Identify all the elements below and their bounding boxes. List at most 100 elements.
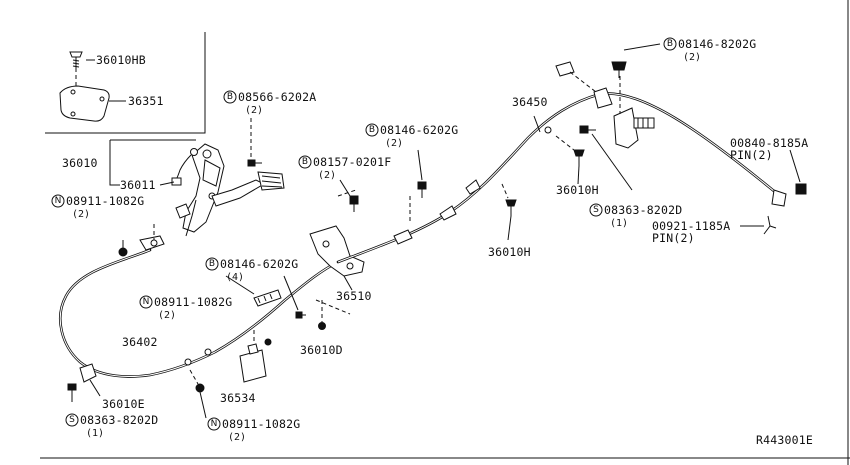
prefix-circle-b	[298, 155, 312, 169]
pin-00840	[795, 183, 807, 195]
front-cable-36402	[58, 248, 340, 378]
pad-rib	[261, 180, 282, 184]
leader-36510	[343, 275, 353, 291]
bolt-head	[417, 181, 427, 190]
prefix-n: N	[55, 196, 62, 206]
label-36010h-upper: 36010H	[556, 183, 599, 197]
rear-cable-clip	[465, 179, 481, 195]
rear-cable-clip	[393, 229, 413, 245]
bracket-hole	[346, 262, 354, 270]
callout-08146-top-right: B 08146-8202G (2)	[663, 37, 756, 63]
adjuster-rib	[263, 295, 267, 302]
prefix-s: S	[593, 205, 599, 215]
bolt-head	[295, 311, 303, 319]
leader-36010h-lower	[507, 215, 512, 241]
rear-end-pins	[740, 149, 807, 235]
bolt-head	[69, 51, 83, 58]
switch-body	[171, 177, 182, 186]
cover-hole	[99, 96, 105, 102]
rod-clip	[175, 203, 191, 219]
callout-08911-upper: N 08911-1082G (2)	[51, 194, 144, 220]
rear-cable-terminal	[771, 189, 787, 207]
prefix-circle-b	[663, 37, 677, 51]
cable-end-fitting	[79, 363, 97, 383]
label-00840: 00840-8185A	[730, 136, 808, 150]
leader-08911-lower	[199, 391, 207, 419]
rear-cable-36450	[336, 92, 782, 264]
pivot	[202, 149, 212, 159]
leader-08146-top-right	[623, 43, 661, 51]
switch-wire	[175, 154, 192, 181]
prefix-circle-n	[51, 194, 65, 208]
prefix-circle-s	[65, 413, 79, 427]
assembly-dash	[315, 299, 351, 315]
callout-08911-lower: N 08911-1082G (2)	[207, 417, 300, 443]
cable-adjuster	[253, 289, 282, 307]
rear-bracket-mount	[593, 87, 613, 109]
callout-08146-upper-mid: B 08146-6202G (2)	[365, 123, 458, 149]
bracket-36534-nut	[264, 338, 272, 346]
leader-08157	[339, 179, 351, 197]
label-36011: 36011	[120, 178, 156, 192]
rear-lever-bracket	[613, 107, 639, 149]
callout-08363-upper: S 08363-8202D (1)	[589, 203, 682, 229]
label-36510: 36510	[336, 289, 372, 303]
qty-08911-upper: (2)	[72, 209, 90, 220]
rear-bracket-tab	[555, 61, 575, 77]
leader-36450	[533, 115, 541, 133]
prefix-circle-b	[365, 123, 379, 137]
switch-connector	[190, 148, 198, 156]
pedal-assembly-36010	[175, 143, 285, 237]
assembly-dash	[569, 71, 597, 93]
label-08911-upper: 08911-1082G	[66, 194, 144, 208]
label-00921-pin: PIN(2)	[652, 231, 695, 245]
bolt-thread	[72, 62, 80, 65]
label-36010hb: 36010HB	[96, 53, 146, 67]
assembly-dash	[189, 369, 199, 385]
label-08363-upper: 08363-8202D	[604, 203, 682, 217]
label-36010e: 36010E	[102, 397, 145, 411]
prefix-s: S	[69, 415, 75, 425]
bolt-08566	[247, 118, 262, 167]
adjuster-rib	[269, 293, 273, 300]
bolt-36010hb	[69, 51, 83, 86]
callout-08363-lower: S 08363-8202D (1)	[65, 413, 158, 439]
label-36010d: 36010D	[300, 343, 343, 357]
label-08146-4: 08146-6202G	[220, 257, 298, 271]
label-36351: 36351	[128, 94, 164, 108]
label-08911-mid: 08911-1082G	[154, 295, 232, 309]
bracket-36534-tab	[247, 343, 259, 355]
qty-08911-lower: (2)	[228, 432, 246, 443]
label-36450: 36450	[512, 95, 548, 109]
prefix-n: N	[211, 419, 218, 429]
label-08146-top-right: 08146-8202G	[678, 37, 756, 51]
equalizer-bracket-36510	[309, 225, 365, 291]
bracket-36510-body	[309, 225, 365, 277]
nut-08911-upper	[118, 240, 128, 257]
bolt-head	[579, 125, 589, 134]
rear-cable-grommet	[544, 126, 552, 134]
nut	[118, 247, 128, 257]
clip-36010h-lower	[501, 183, 517, 241]
prefix-b: B	[667, 39, 673, 49]
bolt-head	[611, 61, 627, 71]
callout-08566: B 08566-6202A (2)	[223, 90, 316, 116]
rear-cable-bracket	[555, 61, 655, 149]
cable-clip	[184, 358, 192, 366]
inset-box: 36010HB 36351	[45, 32, 206, 134]
pin-00921	[763, 215, 777, 235]
adjuster-rib	[257, 297, 261, 304]
prefix-circle-s	[589, 203, 603, 217]
prefix-circle-n	[139, 295, 153, 309]
assembly-dash	[337, 189, 357, 197]
leader-08146-upper-mid	[417, 149, 423, 181]
rear-cable-clip	[439, 205, 457, 221]
qty-08911-mid: (2)	[158, 310, 176, 321]
bolts-08146-4	[283, 275, 351, 330]
leader-36010	[109, 140, 120, 186]
bracket-36534	[239, 330, 272, 383]
clip-head	[573, 149, 585, 157]
prefix-b: B	[209, 259, 215, 269]
leader-36010e	[89, 379, 101, 397]
cable-clip	[204, 348, 212, 356]
